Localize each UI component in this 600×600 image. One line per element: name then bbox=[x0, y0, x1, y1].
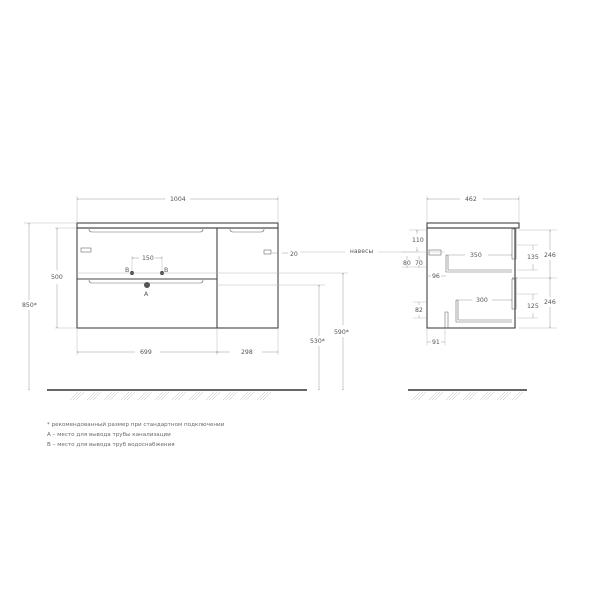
hanger-symbol-right bbox=[263, 249, 272, 255]
notes: * рекомендованный размер при стандартном… bbox=[47, 421, 225, 448]
note-a: А – место для вывода трубы канализации bbox=[47, 432, 171, 438]
dim-462: 462 bbox=[465, 196, 477, 203]
dim-96: 96 bbox=[432, 273, 440, 280]
dim-300: 300 bbox=[476, 297, 488, 304]
dim-298: 298 bbox=[241, 349, 253, 356]
lower-cutout bbox=[444, 311, 449, 328]
dim-699: 699 bbox=[140, 349, 152, 356]
dim-82: 82 bbox=[415, 307, 423, 314]
floor-hatch-front bbox=[69, 391, 272, 401]
front-view: B B A 150 1004 850* 500 699 bbox=[22, 196, 420, 401]
dim-246-upper: 246 bbox=[544, 252, 556, 259]
dim-530: 530* bbox=[310, 338, 325, 345]
dim-110: 110 bbox=[412, 237, 424, 244]
dim-91: 91 bbox=[432, 339, 440, 346]
note-b: В – место для вывода труб водоснабжения bbox=[47, 442, 175, 448]
dim-20: 20 bbox=[290, 251, 298, 258]
pipe-b-right-label: B bbox=[164, 267, 168, 274]
note-recommended: * рекомендованный размер при стандартном… bbox=[47, 421, 225, 428]
handle-upper-left bbox=[88, 228, 204, 233]
dim-850: 850* bbox=[22, 302, 37, 309]
pipe-b-left-label: B bbox=[125, 267, 129, 274]
dim-150: 150 bbox=[142, 255, 154, 262]
hanger-symbol-side bbox=[428, 249, 442, 256]
cabinet-body-side bbox=[426, 227, 516, 329]
dim-70: 70 bbox=[415, 260, 423, 267]
countertop-front bbox=[76, 222, 279, 229]
pipe-a-dot bbox=[144, 282, 150, 288]
cabinet-body-front bbox=[76, 227, 279, 329]
dim-500: 500 bbox=[51, 274, 63, 281]
hanger-label: навесы bbox=[350, 249, 374, 255]
side-view: 462 110 80 70 96 350 135 246 bbox=[402, 196, 557, 401]
hanger-symbol-left bbox=[80, 247, 92, 253]
dim-350: 350 bbox=[470, 252, 482, 259]
dim-590: 590* bbox=[334, 329, 349, 336]
floor-hatch-side bbox=[411, 391, 524, 401]
lower-drawer-outline bbox=[455, 300, 512, 323]
dim-135: 135 bbox=[527, 254, 539, 261]
dim-80: 80 bbox=[403, 260, 411, 267]
countertop-side bbox=[426, 222, 520, 229]
dim-1004: 1004 bbox=[170, 196, 186, 203]
dim-246-lower: 246 bbox=[544, 299, 556, 306]
handle-right bbox=[229, 228, 265, 233]
dim-125: 125 bbox=[527, 303, 539, 310]
pipe-a-label: A bbox=[144, 291, 149, 298]
upper-drawer-outline bbox=[445, 255, 512, 273]
